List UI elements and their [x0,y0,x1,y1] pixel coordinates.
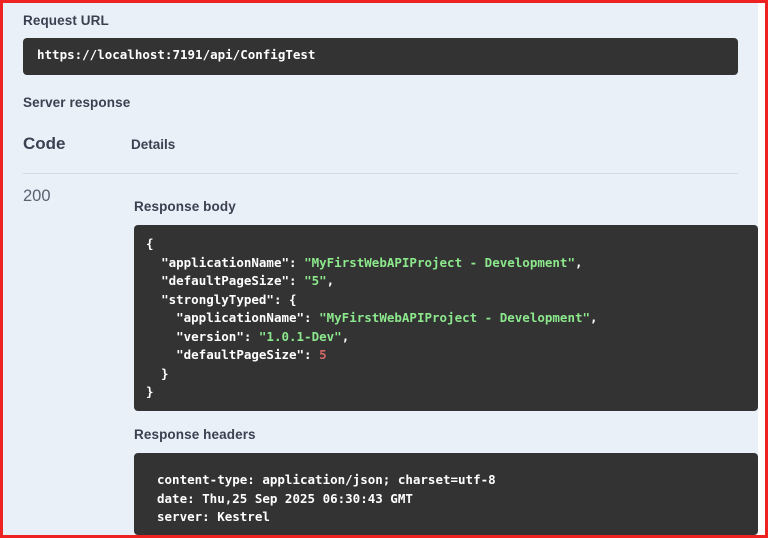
response-table-header: Code Details [23,135,738,173]
request-url-value: https://localhost:7191/api/ConfigTest [37,47,316,62]
response-headers-box[interactable]: content-type: application/json; charset=… [134,453,758,535]
column-header-details: Details [131,137,176,152]
swagger-response-panel: Request URL https://localhost:7191/api/C… [3,3,758,535]
response-body-box[interactable]: { "applicationName": "MyFirstWebAPIProje… [134,225,758,411]
column-header-code: Code [23,134,66,153]
response-body-code: { "applicationName": "MyFirstWebAPIProje… [146,236,598,399]
request-url-label: Request URL [23,13,109,28]
table-divider [23,173,738,174]
status-code-value: 200 [23,187,51,205]
request-url-box[interactable]: https://localhost:7191/api/ConfigTest [23,38,738,75]
response-headers-code: content-type: application/json; charset=… [157,472,496,524]
response-headers-label: Response headers [134,427,256,442]
response-body-label: Response body [134,199,236,214]
server-response-label: Server response [23,95,131,110]
